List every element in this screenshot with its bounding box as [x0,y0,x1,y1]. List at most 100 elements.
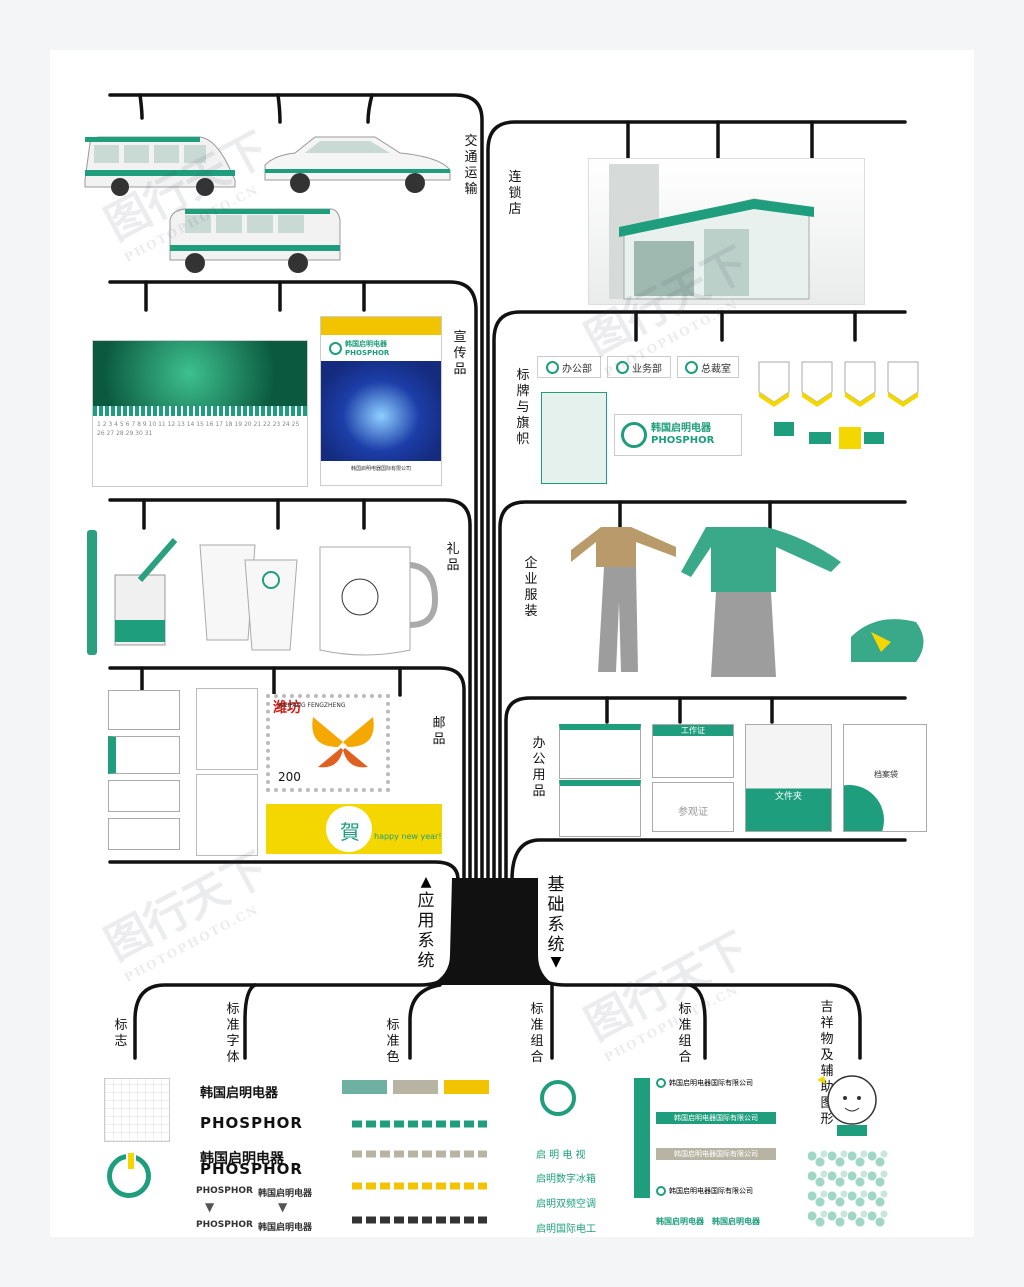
brochure-company: 韩国启明电器国际有限公司 [350,466,411,472]
main-logo-icon [107,1151,151,1198]
power-logo-icon [621,422,647,448]
work-card: 工作证 [652,724,734,778]
billboard-brand-en: PHOSPHOR [651,435,715,446]
sign-business: 业务部 [607,356,671,378]
combo-1: 启 明 电 视 [536,1150,586,1161]
storefront-icon [609,164,814,300]
font-sample-cn-1: 韩国启明电器 [258,1189,313,1199]
label-postal: 邮品 [432,716,446,747]
font-sample-en-2: PHOSPHOR [196,1220,253,1230]
file-bag: 档案袋 [843,724,927,832]
work-card-title: 工作证 [653,725,733,736]
sign-logo-icon [685,360,698,374]
basic-system-label: 基础系统 ▼ [547,875,565,970]
letterhead-1 [196,688,258,770]
arrow-down-icon: ▼ [278,1200,288,1214]
sign-business-text: 业务部 [632,363,662,375]
sign-logo-icon [546,360,559,374]
logo-grid [104,1078,170,1142]
greeting-char: 賀 [340,820,360,844]
combo-4: 启明国际电工 [536,1224,596,1235]
greeting-card: 賀 happy new year! [266,804,442,854]
combo-3: 启明双频空调 [536,1199,596,1210]
std-font-combo-cn: 韩国启明电器 [200,1151,284,1167]
car-icon [264,136,451,193]
sign-office: 办公部 [537,356,601,378]
std-font-en: PHOSPHOR [200,1114,303,1132]
folder: 文件夹 [745,724,832,832]
vehicles-illustration [84,136,451,273]
brochure-brand-en: PHOSPHOR [345,349,390,357]
color-swatch-gray [393,1080,438,1094]
stamp-city-cn: 潍坊 [273,700,301,716]
brochure-brand-cn: 韩国启明电器 [345,340,387,348]
letterhead-2 [196,774,258,856]
color-swatch-teal [342,1080,387,1094]
label-promo: 宣传品 [453,330,467,377]
company-row-3-text: 韩国启明电器国际有限公司 [674,1150,758,1158]
company-row-4: 韩国启明电器国际有限公司 [656,1186,776,1196]
sign-logo-icon [616,360,629,374]
label-signage: 标牌与旗帜 [516,368,530,447]
envelope-stack [108,690,180,852]
visitor-card: 参观证 [652,782,734,832]
font-sample-cn-2: 韩国启明电器 [258,1223,313,1233]
company-row-1: 韩国启明电器国际有限公司 [656,1078,776,1088]
stamp: 潍坊 WEIFANG FENGZHENG 200 [266,694,390,792]
pattern-tile [808,1150,888,1230]
calendar-poster: 1 2 3 4 5 6 7 8 9 10 11 12 13 14 15 16 1… [92,340,308,487]
std-font-combo-en: PHOSPHOR [200,1160,303,1178]
stamp-value: 200 [278,770,301,784]
label-mascot-text: 吉祥物及辅助图形 [820,1000,834,1127]
vertical-company-bar [634,1078,650,1198]
business-card-2 [559,780,641,837]
folder-title: 文件夹 [774,792,802,802]
gifts-illustration [87,530,439,656]
billboard-brand-cn: 韩国启明电器 [651,423,711,434]
font-sample-en-1: PHOSPHOR [196,1186,253,1196]
company-row-2-text: 韩国启明电器国际有限公司 [674,1114,758,1122]
sign-ceo: 总裁室 [677,356,739,378]
stamp-city-en: WEIFANG FENGZHENG [278,702,346,709]
color-swatch-yellow [444,1080,489,1094]
company-row-1-text: 韩国启明电器国际有限公司 [669,1079,753,1087]
chain-store-panel [588,158,865,305]
pennants-illustration [758,361,919,449]
uniforms-illustration [571,527,924,677]
label-chain-store: 连锁店 [508,170,522,217]
minibus-icon [169,208,341,273]
van-icon [84,136,236,196]
label-std-color: 标准色 [386,1018,400,1065]
visitor-card-title: 参观证 [678,807,708,818]
mascot-illustration [817,1075,877,1136]
company-row-3: 韩国启明电器国际有限公司 [656,1148,776,1160]
company-short-2: 韩国启明电器 [712,1217,760,1226]
application-system-label: ▲ 应用系统 [417,874,435,971]
arrow-down-icon: ▼ [205,1200,215,1214]
label-mascot: 吉祥物及辅助图形 [820,1000,850,1128]
label-logo: 标志 [114,1018,128,1049]
company-short-1: 韩国启明电器 [656,1217,704,1226]
company-row-4-text: 韩国启明电器国际有限公司 [669,1187,753,1195]
label-gifts: 礼品 [446,542,460,573]
brand-logo-icon [329,341,342,355]
butterfly-icon [312,717,374,768]
label-office: 办公用品 [532,736,546,799]
brand-logo-icon [656,1078,666,1088]
business-card-1 [559,724,641,779]
label-std-font: 标准字体 [226,1002,240,1065]
combo-2: 启明数字冰箱 [536,1174,596,1185]
sign-ceo-text: 总裁室 [701,363,731,375]
sign-office-text: 办公部 [562,363,592,375]
file-bag-title: 档案袋 [874,770,898,779]
label-std-combo-2: 标准组合 [678,1002,692,1065]
directory-board [541,392,607,484]
color-bands [352,1120,487,1224]
label-transport: 交通运输 [464,134,478,197]
company-row-2: 韩国启明电器国际有限公司 [656,1112,776,1124]
label-std-combo-1: 标准组合 [530,1002,544,1065]
brand-logo-icon [656,1186,666,1196]
